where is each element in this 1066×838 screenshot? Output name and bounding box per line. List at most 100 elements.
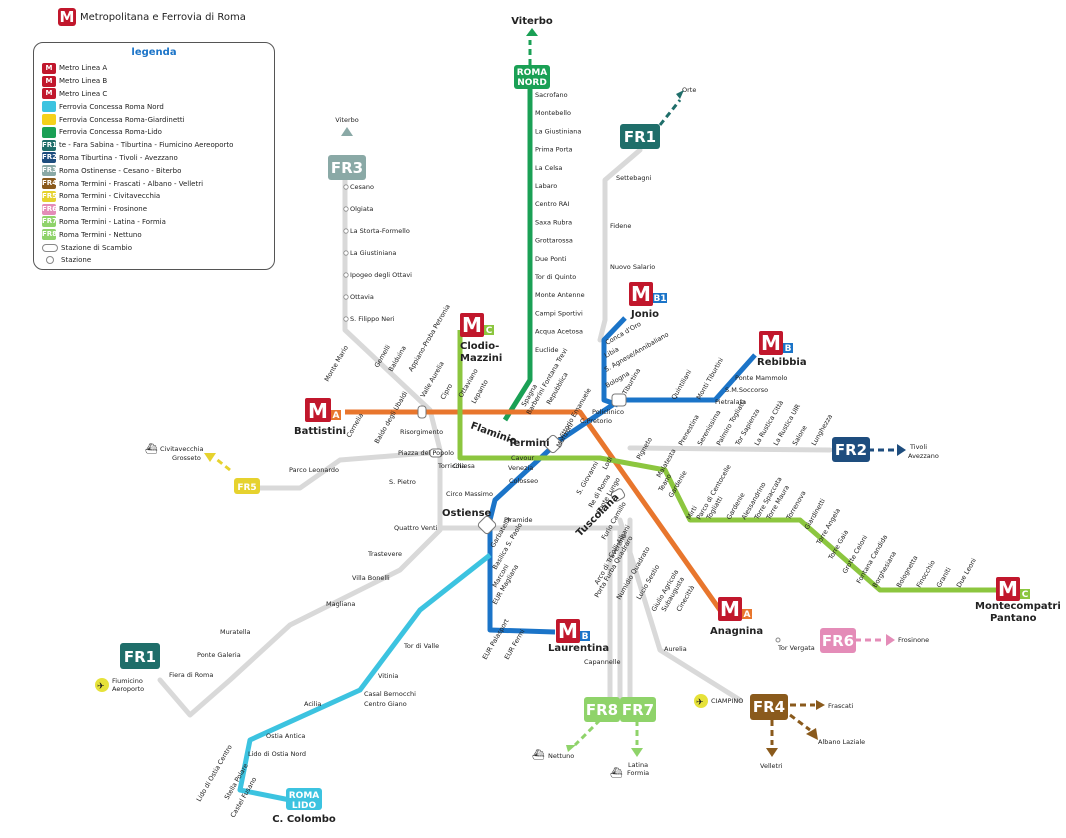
station-label[interactable]: Prima Porta [535, 146, 573, 154]
station-label[interactable]: Fidene [610, 222, 631, 230]
legend-title: legenda [131, 47, 177, 58]
station-label[interactable]: Monte Antenne [535, 291, 585, 299]
svg-text:M: M [558, 619, 578, 643]
station-label[interactable]: Tor di Valle [403, 642, 439, 650]
station-label[interactable]: Monte Mario [323, 344, 350, 383]
roma-nord-badge [514, 65, 550, 89]
svg-text:Clodio-: Clodio- [460, 341, 499, 352]
station-label[interactable]: Ponte Galeria [197, 651, 241, 659]
station-label[interactable]: Cesano [350, 183, 374, 191]
svg-text:NORD: NORD [517, 78, 547, 88]
station-label[interactable]: S. Filippo Neri [350, 315, 395, 323]
station-label[interactable]: Ponte Mammolo [735, 374, 787, 382]
station-label[interactable]: Campi Sportivi [535, 309, 583, 317]
legend-item: Stazione di Scambio [42, 241, 266, 254]
station-label[interactable]: La Celsa [535, 164, 562, 172]
svg-text:Battistini: Battistini [294, 426, 346, 437]
station-label[interactable]: S.M.Soccorso [725, 386, 768, 394]
station-label[interactable]: Lido di Ostia Nord [248, 750, 306, 758]
fr5-badge [234, 478, 260, 494]
station-label[interactable]: Appiano-Proba Petronia [407, 303, 452, 373]
station-label[interactable]: Settebagni [616, 174, 652, 182]
exchange-ostiense [477, 515, 497, 535]
station-label[interactable]: Pietralata [715, 398, 746, 406]
orte-arrow-icon [676, 90, 684, 99]
station-label[interactable]: Aurelia [664, 645, 687, 653]
station-label[interactable]: Trastevere [367, 550, 402, 558]
station-label[interactable]: Finocchio [915, 559, 937, 589]
station-label[interactable]: Colosseo [509, 477, 538, 485]
station-label[interactable]: Villa Bonelli [352, 574, 390, 582]
station-label[interactable]: Piramide [504, 516, 533, 524]
station-label[interactable]: S. Pietro [389, 478, 416, 486]
station-label[interactable]: Centro RAI [535, 200, 569, 208]
legend-item: Ferrovia Concessa Roma-Lido [42, 126, 266, 139]
station-label[interactable]: Salone [791, 424, 809, 447]
station-label[interactable]: Acilia [304, 700, 321, 708]
station-label[interactable]: Graniti [935, 566, 953, 589]
map-title: Metropolitana e Ferrovia di Roma [80, 11, 246, 23]
station-label[interactable]: Chiesa [453, 462, 475, 470]
station-label[interactable]: Cavour [511, 454, 534, 462]
station-label[interactable]: Parco Leonardo [289, 466, 339, 474]
station-label[interactable]: Policlinico [592, 408, 624, 416]
fr4-line [617, 517, 743, 703]
station-label[interactable]: Euclide [535, 346, 559, 354]
station-label[interactable]: Capannelle [584, 658, 620, 666]
station-label[interactable]: Muratella [220, 628, 251, 636]
fr3-badge [328, 155, 366, 180]
fr1-north-line [597, 147, 643, 343]
station-label[interactable]: Cipro [439, 382, 454, 401]
station-label[interactable]: Nuovo Salario [610, 263, 655, 271]
station-label[interactable]: Saxa Rubra [535, 218, 572, 226]
station-label[interactable]: Torrenova [784, 489, 807, 521]
station-label[interactable]: Lunghezza [810, 413, 834, 447]
station-label[interactable]: Venezia [508, 464, 533, 472]
svg-text:B: B [785, 344, 792, 354]
svg-text:Grosseto: Grosseto [172, 454, 201, 462]
station-label[interactable]: Cornelia [345, 412, 365, 439]
station-label[interactable]: Quattro Venti [394, 524, 437, 532]
station-label[interactable]: Risorgimento [400, 428, 443, 436]
ship-icon-nettuno: ⛴ [532, 749, 545, 761]
station-label[interactable]: Casal Bernocchi [364, 690, 416, 698]
station-label[interactable]: Piazza del Popolo [398, 449, 454, 457]
station-label[interactable]: La Giustiniana [350, 249, 396, 257]
station-label[interactable]: Ipogeo degli Ottavi [350, 271, 412, 279]
station-label[interactable]: La Giustiniana [535, 127, 581, 135]
station-label[interactable]: La Storta-Formello [350, 227, 410, 235]
station-label[interactable]: Montebello [535, 109, 571, 117]
station-label[interactable]: Due Leoni [955, 557, 978, 589]
fr2-badge [832, 437, 870, 462]
station-label[interactable]: Olgiata [350, 205, 373, 213]
station-label[interactable]: Acqua Acetosa [535, 328, 583, 336]
station-label[interactable]: Due Ponti [535, 255, 567, 263]
station-label[interactable]: Quintiliani [670, 368, 694, 401]
fr8-arrow-icon [566, 745, 576, 752]
fr1-north-badge [620, 124, 660, 149]
station-label[interactable]: Tor di Quinto [534, 273, 576, 281]
station-label[interactable]: Labaro [535, 182, 557, 190]
station-label[interactable]: Fiera di Roma [169, 671, 213, 679]
station-dot [343, 272, 349, 278]
legend-label: Metro Linea A [59, 64, 108, 73]
station-label[interactable]: Ottavia [350, 293, 374, 301]
fr7-badge [620, 697, 656, 722]
station-label[interactable]: C.Pretorio [580, 417, 612, 425]
station-label[interactable]: Ostia Antica [266, 732, 305, 740]
metro-c-line [457, 330, 1020, 593]
svg-text:ROMA: ROMA [517, 68, 548, 78]
station-label[interactable]: Circo Massimo [446, 490, 493, 498]
station-label[interactable]: Centro Giano [364, 700, 407, 708]
fr4-extension-albano [789, 713, 811, 732]
station-label[interactable]: Magliana [326, 600, 355, 608]
station-label[interactable]: Grottarossa [535, 237, 573, 245]
station-label[interactable]: Baldo degli Ubaldi [373, 390, 410, 445]
station-label[interactable]: Vitinia [378, 672, 398, 680]
station-label[interactable]: Sacrofano [535, 91, 568, 99]
station-label[interactable]: Torricola [437, 462, 465, 470]
